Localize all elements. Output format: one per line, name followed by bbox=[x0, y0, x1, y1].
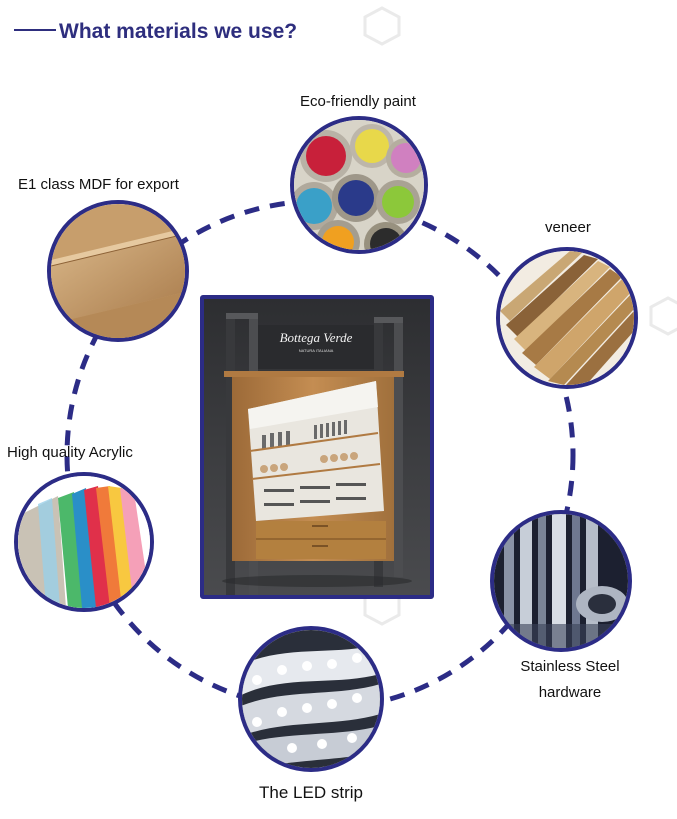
mdf-board-photo-icon bbox=[47, 200, 189, 342]
material-label-paint: Eco-friendly paint bbox=[300, 93, 416, 110]
led-strip-photo-icon bbox=[238, 626, 384, 772]
heading-text: What materials we use? bbox=[59, 20, 298, 43]
material-label-veneer: veneer bbox=[545, 219, 591, 236]
heading-dash bbox=[14, 29, 56, 32]
watermark-icon bbox=[649, 296, 677, 336]
page-heading: What materials we use? bbox=[14, 20, 297, 44]
watermark-icon bbox=[363, 6, 401, 46]
paint-cans-photo-icon bbox=[290, 116, 428, 254]
material-label-steel-line2: hardware bbox=[538, 684, 602, 701]
material-label-mdf: E1 class MDF for export bbox=[18, 176, 179, 193]
brand-tagline: NATURA ITALIANA bbox=[299, 348, 334, 353]
material-label-acrylic: High quality Acrylic bbox=[7, 444, 133, 461]
material-label-steel-line1: Stainless Steel bbox=[520, 658, 620, 675]
brand-name: Bottega Verde bbox=[280, 330, 353, 345]
display-cabinet-image: Bottega Verde NATURA ITALIANA bbox=[200, 295, 434, 599]
material-label-led: The LED strip bbox=[259, 783, 363, 802]
veneer-samples-photo-icon bbox=[496, 247, 638, 389]
acrylic-sheets-photo-icon bbox=[14, 472, 154, 612]
steel-hardware-photo-icon bbox=[490, 510, 632, 652]
